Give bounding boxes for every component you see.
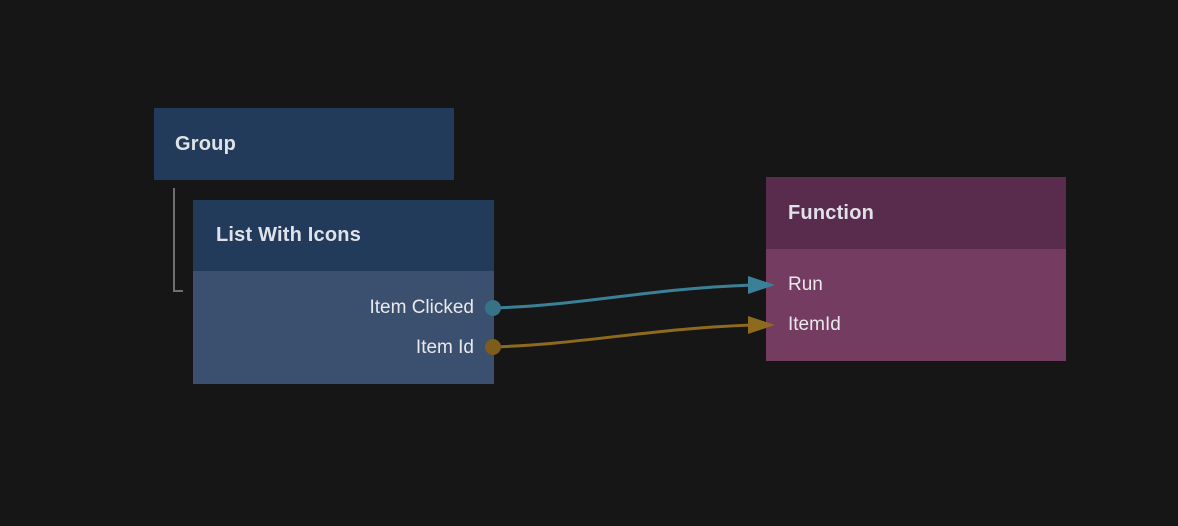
output-label-item-id: Item Id <box>415 337 474 358</box>
node-list-with-icons[interactable]: List With Icons Item Clicked Item Id <box>193 200 494 384</box>
input-row-run: Run <box>788 265 1066 305</box>
wire-item-clicked-to-run[interactable] <box>491 283 754 310</box>
node-group-header[interactable]: Group <box>154 108 454 180</box>
node-function-body: Run ItemId <box>766 249 1066 361</box>
input-label-run: Run <box>788 274 823 295</box>
node-list-with-icons-body: Item Clicked Item Id <box>193 271 494 384</box>
tree-connector-group-to-list <box>173 188 183 292</box>
node-list-with-icons-title: List With Icons <box>216 224 362 246</box>
wire-item-id-to-itemid[interactable] <box>491 323 754 349</box>
output-row-item-clicked: Item Clicked <box>193 288 474 328</box>
input-row-itemid: ItemId <box>788 305 1066 345</box>
output-row-item-id: Item Id <box>193 328 474 368</box>
node-function-title: Function <box>788 201 875 224</box>
node-group-title: Group <box>175 132 236 155</box>
node-list-with-icons-header[interactable]: List With Icons <box>193 200 494 271</box>
output-label-item-clicked: Item Clicked <box>369 297 474 318</box>
node-group[interactable]: Group <box>154 108 454 180</box>
node-function[interactable]: Function Run ItemId <box>766 177 1066 361</box>
input-label-itemid: ItemId <box>788 314 841 335</box>
node-function-header[interactable]: Function <box>766 177 1066 249</box>
